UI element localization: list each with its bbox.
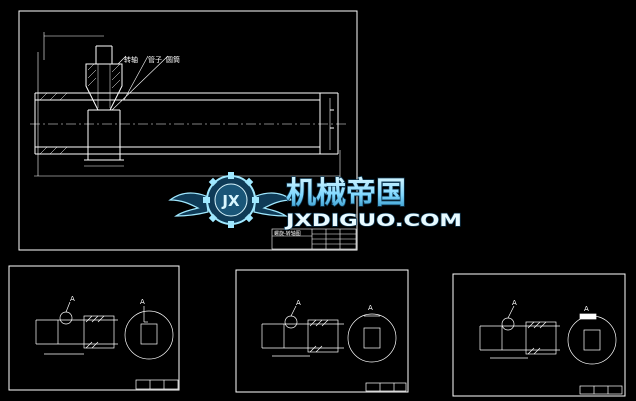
detail2-callout: A — [296, 299, 301, 307]
label-part-c: 圆筒 — [166, 55, 180, 64]
label-part-a: 转轴 — [124, 55, 138, 64]
main-drawing-sheet[interactable]: 转轴 管子 圆筒 螺旋-转轴图 — [18, 10, 358, 251]
logo-letters: JX — [221, 192, 240, 210]
detail-sheet-1[interactable]: A A — [8, 265, 180, 391]
watermark-logo: JX 机械帝国 JXDIGUO.COM — [168, 172, 463, 232]
pipe-drawing — [30, 32, 348, 180]
main-title-text: 螺旋-转轴图 — [274, 230, 301, 237]
watermark-title-cn: 机械帝国 — [286, 176, 406, 211]
wing-left-icon — [168, 192, 209, 217]
detail-sheet-2[interactable]: A A — [235, 269, 409, 393]
detail2-view-label: A — [368, 304, 373, 312]
main-sheet-border — [18, 10, 358, 251]
detail3-view-label: A — [584, 305, 589, 313]
wing-right-icon — [253, 192, 294, 217]
watermark-title-en: JXDIGUO.COM — [285, 211, 462, 231]
label-part-b: 管子 — [148, 55, 162, 64]
detail1-callout: A — [70, 295, 75, 303]
detail-sheet-3[interactable]: A A — [452, 273, 626, 397]
main-title-block — [271, 228, 357, 250]
detail3-callout: A — [512, 299, 517, 307]
detail1-view-label: A — [140, 298, 145, 306]
gear-icon — [203, 172, 259, 228]
